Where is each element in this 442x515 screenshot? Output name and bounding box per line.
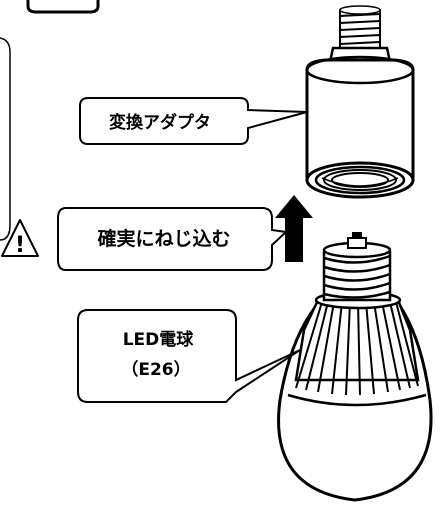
bulb-thread — [322, 232, 392, 302]
warning-callout: 確実にねじ込む — [57, 207, 289, 271]
warning-callout-label: 確実にねじ込む — [97, 227, 230, 250]
adapter-callout-label: 変換アダプタ — [109, 112, 211, 133]
adapter-illustration — [305, 5, 415, 199]
svg-text:!: ! — [15, 233, 25, 258]
led-bulb-callout: LED電球 （E26） — [77, 309, 301, 403]
warning-triangle-icon: ! — [1, 219, 39, 258]
up-arrow-icon — [275, 195, 313, 262]
led-bulb-callout-line1: LED電球 — [123, 330, 195, 350]
adapter-thread — [339, 5, 381, 49]
left-panel-fragment — [0, 37, 11, 241]
led-bulb-illustration — [277, 232, 433, 502]
adapter-socket-opening — [305, 161, 415, 199]
led-bulb-callout-line2: （E26） — [121, 359, 190, 380]
adapter-callout: 変換アダプタ — [79, 97, 308, 145]
top-left-tab-fragment — [26, 0, 100, 14]
